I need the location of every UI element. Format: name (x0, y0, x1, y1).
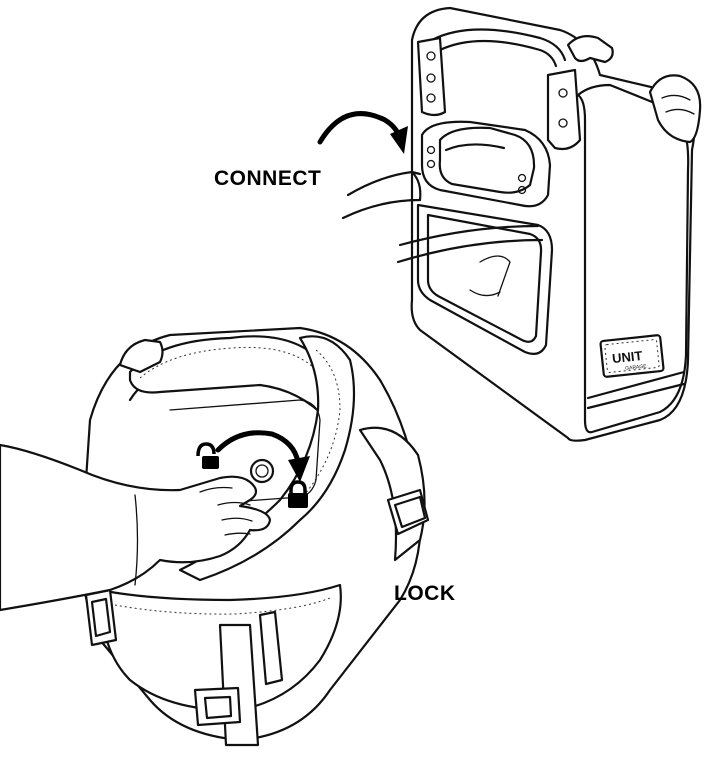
bag-on-rack: UNIT GARAGE (341, 6, 702, 442)
brand-line-2: GARAGE (625, 363, 648, 371)
connect-label: CONNECT (214, 167, 322, 190)
curved-arrow-icon (215, 430, 310, 482)
open-bag (80, 326, 430, 747)
padlock-open-icon (196, 442, 219, 469)
curved-arrow-icon (317, 111, 408, 154)
lock-label: LOCK (394, 582, 456, 605)
brand-patch: UNIT GARAGE (599, 334, 665, 378)
padlock-closed-icon (288, 480, 308, 508)
brand-line-1: UNIT (611, 348, 643, 366)
hand (0, 443, 272, 612)
